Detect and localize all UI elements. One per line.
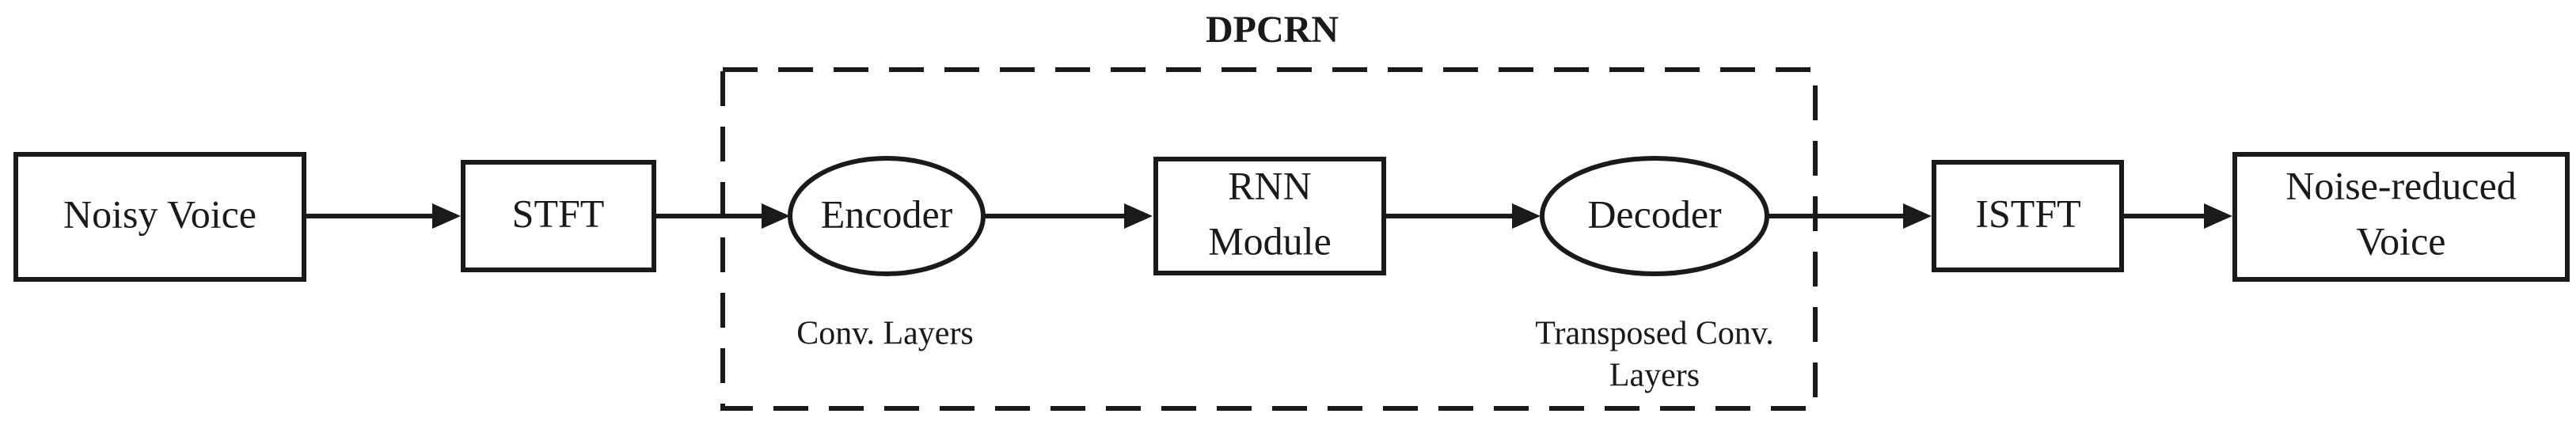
- arrow-decoder-to-istft: [1767, 203, 1932, 229]
- node-output-label-line2: Voice: [2357, 218, 2446, 263]
- node-rnn-label-line2: Module: [1208, 218, 1332, 263]
- node-rnn-module: RNN Module: [1153, 157, 1386, 275]
- caption-encoder: Conv. Layers: [796, 316, 974, 352]
- node-noise-reduced-voice: Noise-reduced Voice: [2232, 152, 2570, 282]
- node-stft-label: STFT: [512, 191, 605, 235]
- node-istft: ISTFT: [1932, 160, 2124, 272]
- node-decoder-label: Decoder: [1587, 192, 1722, 236]
- arrow-encoder-to-rnn: [983, 203, 1153, 229]
- node-encoder-label: Encoder: [821, 192, 953, 236]
- node-stft: STFT: [461, 160, 656, 272]
- node-istft-label: ISTFT: [1975, 191, 2080, 235]
- node-decoder: Decoder: [1540, 156, 1769, 276]
- node-rnn-label-line1: RNN: [1228, 163, 1312, 207]
- arrow-noisy-to-stft: [304, 203, 461, 229]
- arrow-istft-to-output: [2122, 203, 2232, 229]
- arrow-rnn-to-decoder: [1384, 203, 1541, 229]
- caption-decoder-line1: Transposed Conv.: [1535, 316, 1773, 352]
- node-noisy-voice-label: Noisy Voice: [63, 192, 256, 236]
- caption-decoder-line2: Layers: [1609, 358, 1700, 394]
- node-output-label-line1: Noise-reduced: [2285, 163, 2517, 207]
- node-noisy-voice: Noisy Voice: [13, 152, 306, 282]
- dpcrn-group-title: DPCRN: [1206, 9, 1339, 51]
- dpcrn-group-boundary: [720, 67, 1818, 411]
- arrow-stft-to-encoder: [654, 203, 790, 229]
- node-encoder: Encoder: [788, 156, 986, 276]
